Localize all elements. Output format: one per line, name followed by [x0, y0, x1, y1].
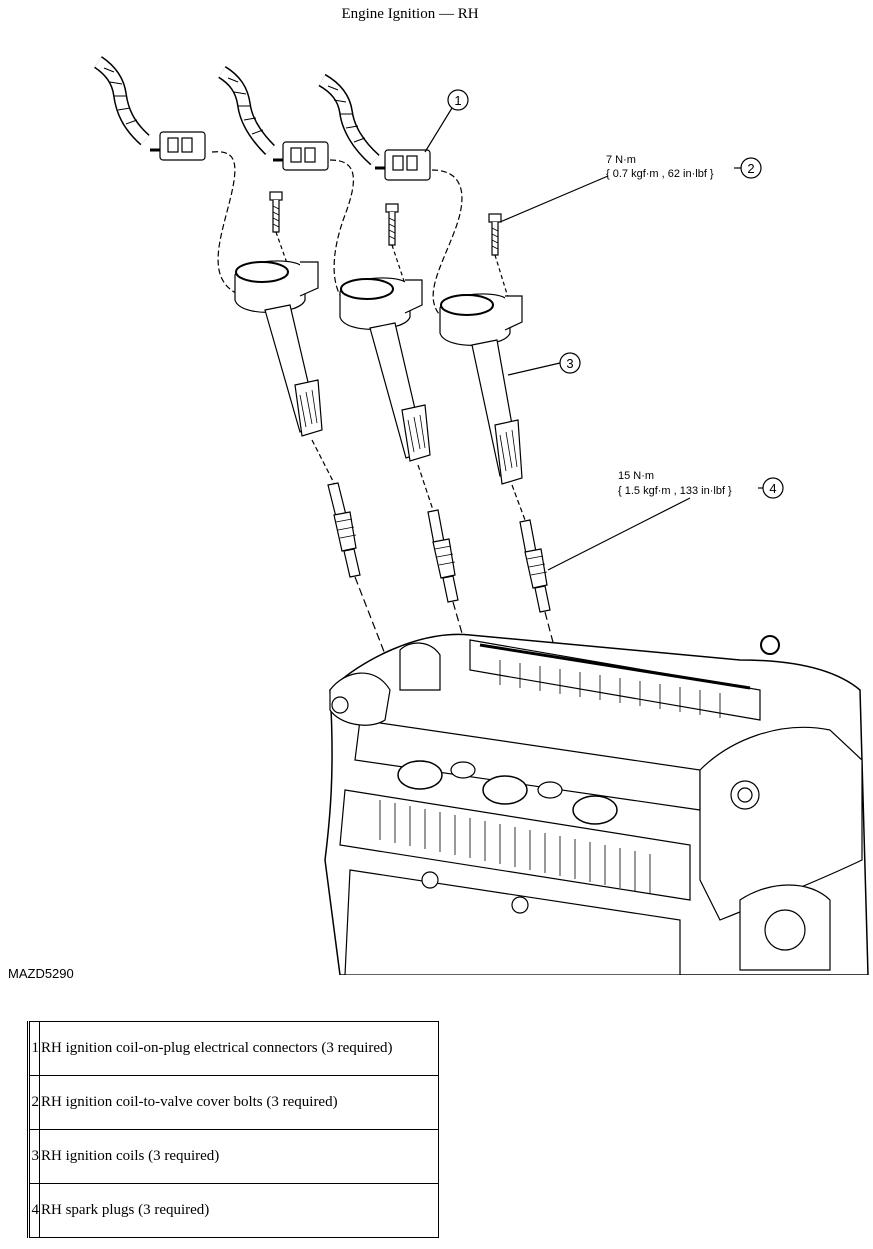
engine-cylinder-head	[324, 633, 869, 975]
legend-number: 2	[27, 1075, 40, 1130]
callout-2: 2 7 N·m { 0.7 kgf·m , 62 in·lbf }	[499, 154, 762, 223]
callout-4: 4 15 N·m { 1.5 kgf·m , 133 in·lbf }	[547, 470, 784, 571]
wire-harness-1	[93, 56, 241, 296]
coil-connector-2	[273, 141, 329, 171]
coil-connector-1	[150, 131, 206, 161]
ignition-coil-3	[439, 293, 523, 485]
callout-2-number: 2	[747, 161, 754, 176]
legend-number: 3	[27, 1129, 40, 1184]
coil-connector-3	[375, 149, 431, 181]
legend-number: 1	[27, 1021, 40, 1076]
table-row: 1 RH ignition coil-on-plug electrical co…	[27, 1021, 439, 1076]
wire-harness-2	[218, 66, 354, 306]
callout-2-torque-nm: 7 N·m	[606, 154, 636, 166]
spark-plug-1	[311, 439, 431, 771]
legend-description: RH ignition coil-to-valve cover bolts (3…	[39, 1075, 439, 1130]
ignition-coil-1	[234, 260, 323, 437]
legend-table: 1 RH ignition coil-on-plug electrical co…	[27, 1021, 439, 1238]
callout-1-number: 1	[454, 93, 461, 108]
page-title: Engine Ignition — RH	[341, 6, 479, 22]
table-row: 4 RH spark plugs (3 required)	[27, 1183, 439, 1238]
callout-3: 3	[507, 352, 581, 376]
spark-plug-3	[511, 484, 601, 821]
callout-1: 1	[424, 89, 469, 153]
legend-description: RH ignition coil-on-plug electrical conn…	[39, 1021, 439, 1076]
callout-4-number: 4	[769, 481, 776, 496]
callout-2-torque-imperial: { 0.7 kgf·m , 62 in·lbf }	[606, 168, 714, 180]
table-row: 3 RH ignition coils (3 required)	[27, 1129, 439, 1184]
exploded-diagram: 1 2 7 N·m { 0.7 kgf·m , 62 in·lbf } 3 4 …	[93, 56, 869, 975]
ignition-coil-2	[339, 277, 431, 462]
legend-number: 4	[27, 1183, 40, 1238]
callout-4-torque-nm: 15 N·m	[618, 470, 654, 482]
legend-description: RH ignition coils (3 required)	[39, 1129, 439, 1184]
callout-3-number: 3	[566, 356, 573, 371]
figure-id: MAZD5290	[8, 966, 74, 981]
callout-4-torque-imperial: { 1.5 kgf·m , 133 in·lbf }	[618, 485, 732, 497]
table-row: 2 RH ignition coil-to-valve cover bolts …	[27, 1075, 439, 1130]
legend-description: RH spark plugs (3 required)	[39, 1183, 439, 1238]
wire-harness-3	[318, 73, 463, 321]
